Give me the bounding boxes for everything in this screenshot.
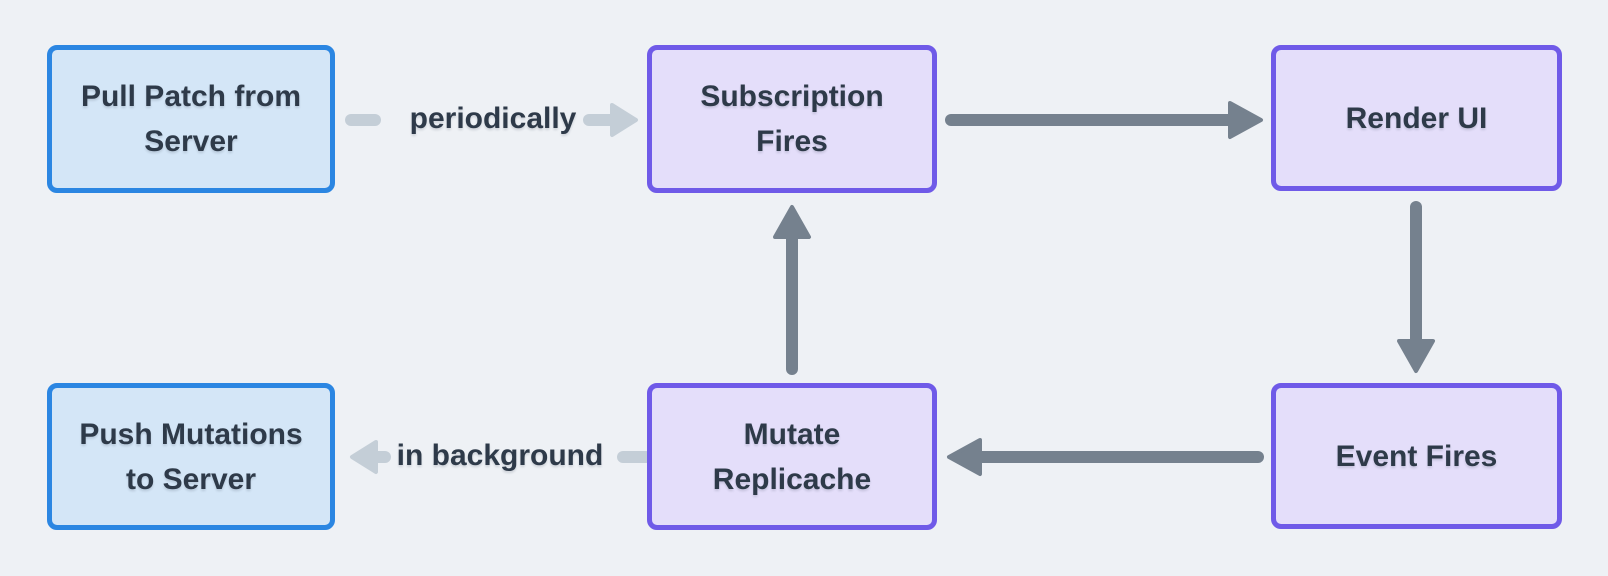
node-label-event-fires: Event Fires: [1335, 439, 1498, 473]
edge-render-to-event-arrow: [1397, 201, 1435, 373]
node-event-fires: Event Fires: [1271, 383, 1562, 529]
node-mutate-replicache: Mutate Replicache: [647, 383, 937, 530]
node-push-mutations-to-server: Push Mutations to Server: [47, 383, 335, 530]
edge-subscription-to-render-arrow: [945, 101, 1263, 139]
node-label-render-ui: Render UI: [1345, 101, 1488, 135]
node-label-push-mutations-to-server: Push Mutations to Server: [79, 417, 303, 496]
edge-background-arrow: [350, 440, 391, 474]
node-render-ui: Render UI: [1271, 45, 1562, 191]
node-pull-patch-from-server: Pull Patch from Server: [47, 45, 335, 193]
edge-mutate-to-subscription-arrow: [773, 205, 811, 375]
edge-label-periodically: periodically: [409, 102, 577, 135]
node-label-pull-patch-from-server: Pull Patch from Server: [80, 80, 302, 158]
edge-event-to-mutate-arrow: [947, 438, 1264, 476]
node-label-mutate-replicache: Mutate Replicache: [712, 417, 872, 496]
edge-periodically-arrow: [583, 103, 638, 137]
edge-label-in-background: in background: [396, 439, 604, 472]
node-subscription-fires: Subscription Fires: [647, 45, 937, 193]
node-label-subscription-fires: Subscription Fires: [700, 80, 884, 158]
